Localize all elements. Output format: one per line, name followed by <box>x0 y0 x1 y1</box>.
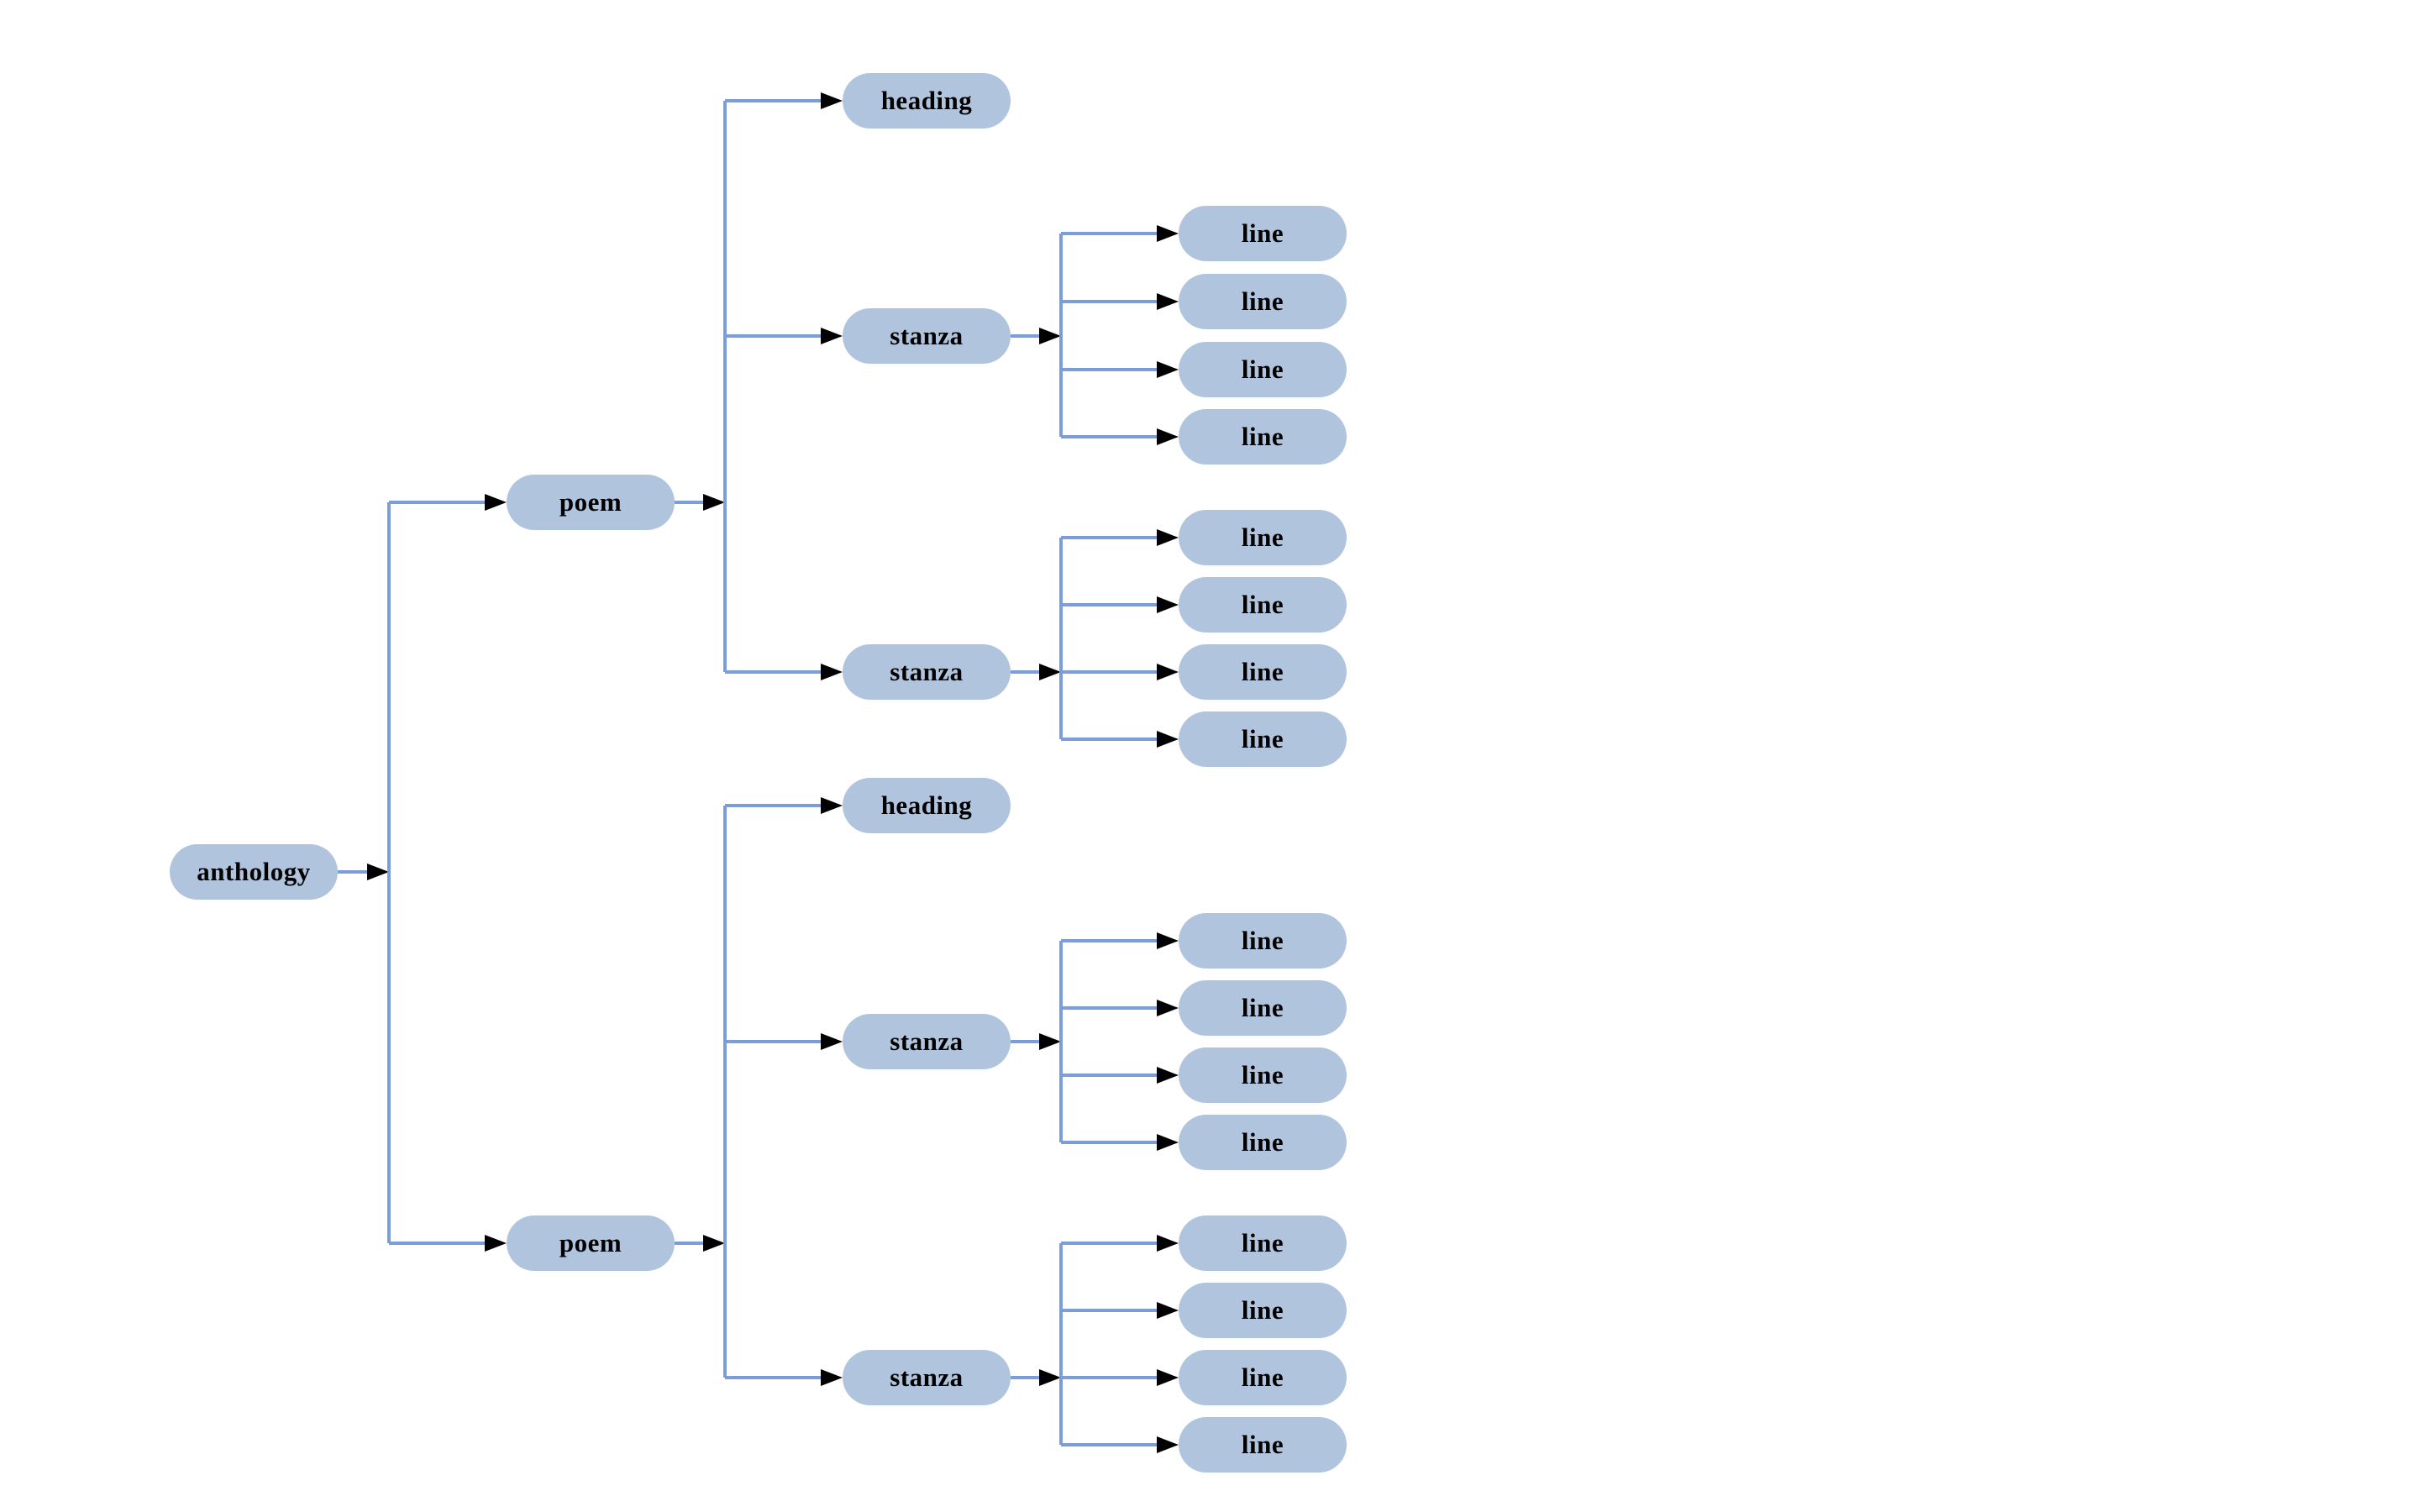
node-stanza-1: stanza <box>843 308 1011 364</box>
connector-arrowhead <box>1039 1369 1061 1386</box>
node-line-4-3: line <box>1179 1350 1347 1405</box>
connector-arrowhead <box>1157 596 1179 613</box>
node-line-3-2: line <box>1179 980 1347 1036</box>
node-line-1-2: line <box>1179 274 1347 329</box>
node-line-3-3: line <box>1179 1047 1347 1103</box>
connector-arrowhead <box>1157 361 1179 378</box>
node-line-2-4: line <box>1179 711 1347 767</box>
connector-arrowhead <box>1039 1033 1061 1050</box>
connector-arrowhead <box>821 797 843 814</box>
connector-arrowhead <box>821 328 843 344</box>
node-heading-2: heading <box>843 778 1011 833</box>
connector-arrowhead <box>821 92 843 109</box>
node-anthology: anthology <box>170 844 338 900</box>
connector-arrowhead <box>1039 664 1061 680</box>
node-stanza-4: stanza <box>843 1350 1011 1405</box>
connector-arrowhead <box>821 1033 843 1050</box>
connector-arrowhead <box>485 494 507 511</box>
node-line-3-1: line <box>1179 913 1347 969</box>
node-heading-1: heading <box>843 73 1011 129</box>
node-stanza-3: stanza <box>843 1014 1011 1069</box>
connector-arrowhead <box>1157 428 1179 445</box>
connector-arrowhead <box>1157 1134 1179 1151</box>
connector-arrowhead <box>485 1235 507 1252</box>
node-line-2-1: line <box>1179 510 1347 565</box>
connector-arrowhead <box>821 1369 843 1386</box>
node-poem-2: poem <box>507 1215 675 1271</box>
connector-arrowhead <box>1157 293 1179 310</box>
connector-arrowhead <box>1039 328 1061 344</box>
connector-arrowhead <box>703 1235 725 1252</box>
connector-arrowhead <box>1157 1067 1179 1084</box>
node-line-1-4: line <box>1179 409 1347 465</box>
connector-arrowhead <box>1157 1369 1179 1386</box>
node-line-2-2: line <box>1179 577 1347 633</box>
connector-arrowhead <box>1157 225 1179 242</box>
node-line-4-4: line <box>1179 1417 1347 1473</box>
connector-arrowhead <box>1157 664 1179 680</box>
node-line-1-3: line <box>1179 342 1347 397</box>
node-poem-1: poem <box>507 475 675 530</box>
node-line-4-1: line <box>1179 1215 1347 1271</box>
connector-arrowhead <box>1157 932 1179 949</box>
connector-arrowhead <box>367 864 389 880</box>
node-line-4-2: line <box>1179 1283 1347 1338</box>
connector-arrowhead <box>821 664 843 680</box>
node-line-3-4: line <box>1179 1115 1347 1170</box>
connector-arrowhead <box>1157 1436 1179 1453</box>
node-line-1-1: line <box>1179 206 1347 261</box>
node-line-2-3: line <box>1179 644 1347 700</box>
connector-arrowhead <box>1157 1302 1179 1319</box>
connector-arrowhead <box>1157 1235 1179 1252</box>
connector-arrowhead <box>1157 529 1179 546</box>
connector-arrowhead <box>1157 731 1179 748</box>
node-stanza-2: stanza <box>843 644 1011 700</box>
connector-arrowhead <box>703 494 725 511</box>
connector-arrowhead <box>1157 1000 1179 1016</box>
